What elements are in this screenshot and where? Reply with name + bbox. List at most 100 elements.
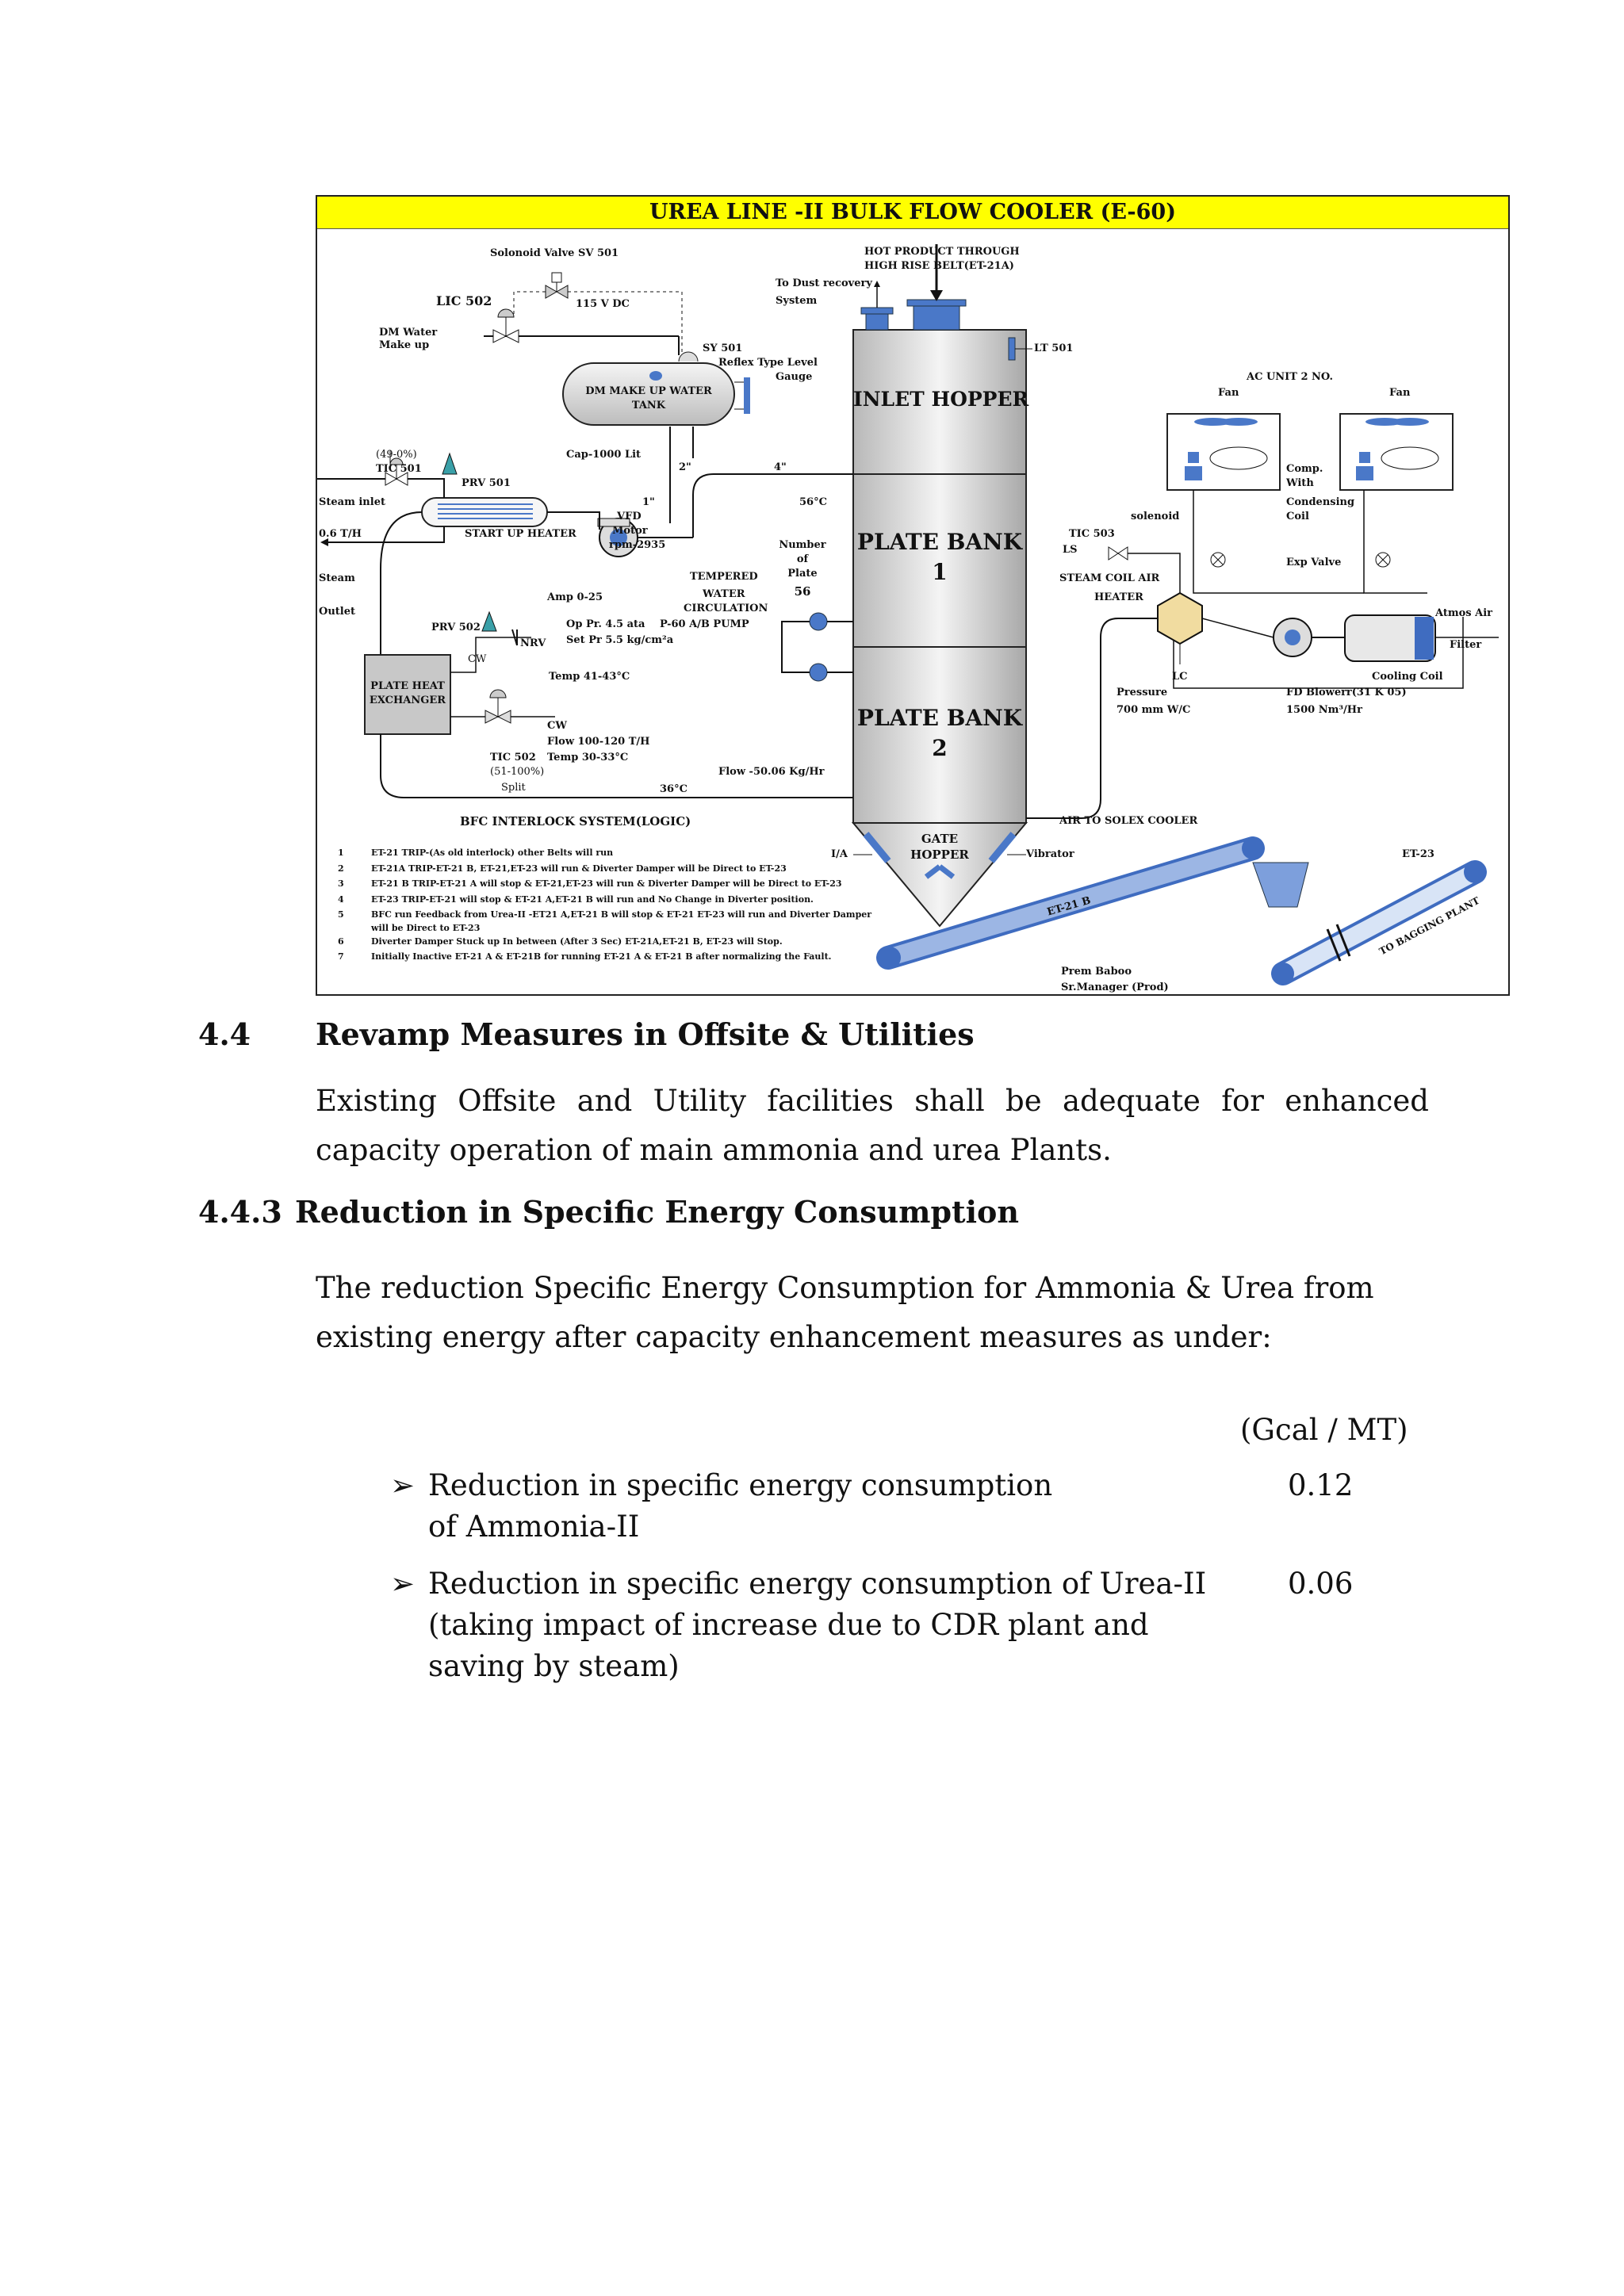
section-443-title: Reduction in Specific Energy Consumption <box>295 1194 1019 1230</box>
label-gate: GATE <box>921 832 959 846</box>
label-sr-manager: Sr.Manager (Prod) <box>1061 982 1169 993</box>
gate-hopper <box>851 822 1028 928</box>
label-2in: 2" <box>679 461 691 473</box>
label-set-pressure: Set Pr 5.5 kg/cm²a <box>566 634 674 646</box>
label-pressure: Pressure <box>1116 687 1168 698</box>
label-inlet-hopper: INLET HOPPER <box>853 388 1029 411</box>
section-443-number: 4.4.3 <box>198 1194 282 1230</box>
label-plate-bank-1: PLATE BANK <box>856 529 1023 555</box>
label-1in: 1" <box>642 496 655 508</box>
label-ia: I/A <box>831 848 848 860</box>
label-exchanger: EXCHANGER <box>369 695 446 706</box>
label-lic502: LIC 502 <box>436 293 492 308</box>
list-item-value: 0.06 <box>1288 1567 1354 1601</box>
label-outlet: Outlet <box>319 606 355 618</box>
label-atmos-air: Atmos Air <box>1435 607 1493 619</box>
label-reflex-gauge: Reflex Type Level <box>718 357 818 369</box>
label-plate-heat: PLATE HEAT <box>370 680 445 692</box>
label-startup-heater: START UP HEATER <box>465 528 576 540</box>
label-cooling-coil: Cooling Coil <box>1372 671 1443 683</box>
section-44-body: Existing Offsite and Utility facilities … <box>316 1084 1429 1167</box>
label-lc: LC <box>1172 671 1188 683</box>
label-flow-06: 0.6 T/H <box>319 528 362 540</box>
section-44-title: Revamp Measures in Offsite & Utilities <box>316 1016 975 1052</box>
label-op-pressure: Op Pr. 4.5 ata <box>566 618 645 630</box>
label-solenoid-valve: Solonoid Valve SV 501 <box>490 247 619 259</box>
diagram-title: UREA LINE -II BULK FLOW COOLER (E-60) <box>317 197 1508 229</box>
label-rpm: rpm-2935 <box>609 539 666 551</box>
label-tic502: TIC 502 <box>490 752 536 763</box>
label-tic503: TIC 503 <box>1069 528 1115 540</box>
label-steam-coil: STEAM COIL AIR <box>1059 572 1160 584</box>
label-filter: Filter <box>1450 639 1482 651</box>
label-fan-2: Fan <box>1389 387 1411 399</box>
label-with: With <box>1286 477 1314 489</box>
label-tempered: TEMPERED <box>690 571 758 583</box>
label-steam: Steam <box>319 572 355 584</box>
label-hopper: HOPPER <box>910 848 969 862</box>
list-item-value: 0.12 <box>1288 1468 1354 1502</box>
label-pressure-value: 700 mm W/C <box>1116 704 1191 716</box>
start-up-heater <box>421 497 548 527</box>
label-water: WATER <box>703 588 745 600</box>
label-plate-bank-2: PLATE BANK <box>856 705 1023 731</box>
label-dm-water: DM Water <box>379 327 438 339</box>
label-prem-baboo: Prem Baboo <box>1061 966 1132 978</box>
label-nrv: NRV <box>520 637 546 649</box>
label-ac-unit: AC UNIT 2 NO. <box>1247 371 1334 383</box>
label-range-51: (51-100%) <box>490 766 545 778</box>
label-fd-blower: FD Blowerr(31 K 05) <box>1286 687 1407 698</box>
label-bfc-interlock: BFC INTERLOCK SYSTEM(LOGIC) <box>460 814 691 828</box>
section-44-number: 4.4 <box>198 1016 251 1052</box>
unit-label: (Gcal / MT) <box>1240 1413 1408 1447</box>
label-pump: P-60 A/B PUMP <box>660 618 749 630</box>
label-flow-100: Flow 100-120 T/H <box>547 736 650 748</box>
label-solenoid: solenoid <box>1131 511 1180 522</box>
plate-bank-2 <box>852 646 1027 824</box>
label-number: Number <box>779 539 826 551</box>
label-temp-30: Temp 30-33°C <box>547 752 629 763</box>
label-motor: Motor <box>612 525 648 537</box>
label-4in: 4" <box>774 461 787 473</box>
steam-coil-air-heater <box>1157 591 1203 645</box>
label-vibrator: Vibrator <box>1026 848 1074 860</box>
label-capacity: Cap-1000 Lit <box>566 449 642 461</box>
list-item-text: Reduction in specific energy consumption… <box>428 1567 1207 1683</box>
label-plate: Plate <box>787 568 818 580</box>
label-dust-system: System <box>776 295 818 307</box>
bullet-arrow-icon: ➢ <box>390 1567 416 1601</box>
label-exp-valve: Exp Valve <box>1286 557 1342 568</box>
label-steam-inlet: Steam inlet <box>319 496 385 508</box>
label-make-up: Make up <box>379 339 430 351</box>
plate-bank-1 <box>852 473 1027 648</box>
plate-heat-exchanger <box>364 654 451 735</box>
label-of: of <box>796 553 809 565</box>
bullet-arrow-icon: ➢ <box>390 1468 416 1502</box>
label-lt501: LT 501 <box>1034 342 1074 354</box>
label-coil: Coil <box>1286 511 1309 522</box>
label-flow-50: Flow -50.06 Kg/Hr <box>718 766 825 778</box>
section-443-body: The reduction Specific Energy Consumptio… <box>316 1271 1374 1354</box>
label-condensing: Condensing <box>1286 496 1355 508</box>
label-fd-flow: 1500 Nm³/Hr <box>1286 704 1362 716</box>
label-dust-recovery: To Dust recovery <box>776 277 872 289</box>
label-split: Split <box>501 782 526 794</box>
label-sy501: SY 501 <box>703 342 743 354</box>
label-56c: 56°C <box>799 496 827 508</box>
label-comp: Comp. <box>1286 463 1323 475</box>
label-ls: LS <box>1063 544 1078 556</box>
list-item-text: Reduction in specific energy consumption… <box>428 1468 1053 1544</box>
label-dm-tank: DM MAKE UP WATER <box>585 385 712 397</box>
label-gauge: Gauge <box>776 371 813 383</box>
label-plate-bank-1-num: 1 <box>932 559 948 585</box>
label-air-to-solex: AIR TO SOLEX COOLER <box>1059 815 1198 827</box>
label-prv502: PRV 502 <box>431 622 481 633</box>
label-plate-count: 56 <box>794 584 811 599</box>
label-tank: TANK <box>631 400 666 411</box>
